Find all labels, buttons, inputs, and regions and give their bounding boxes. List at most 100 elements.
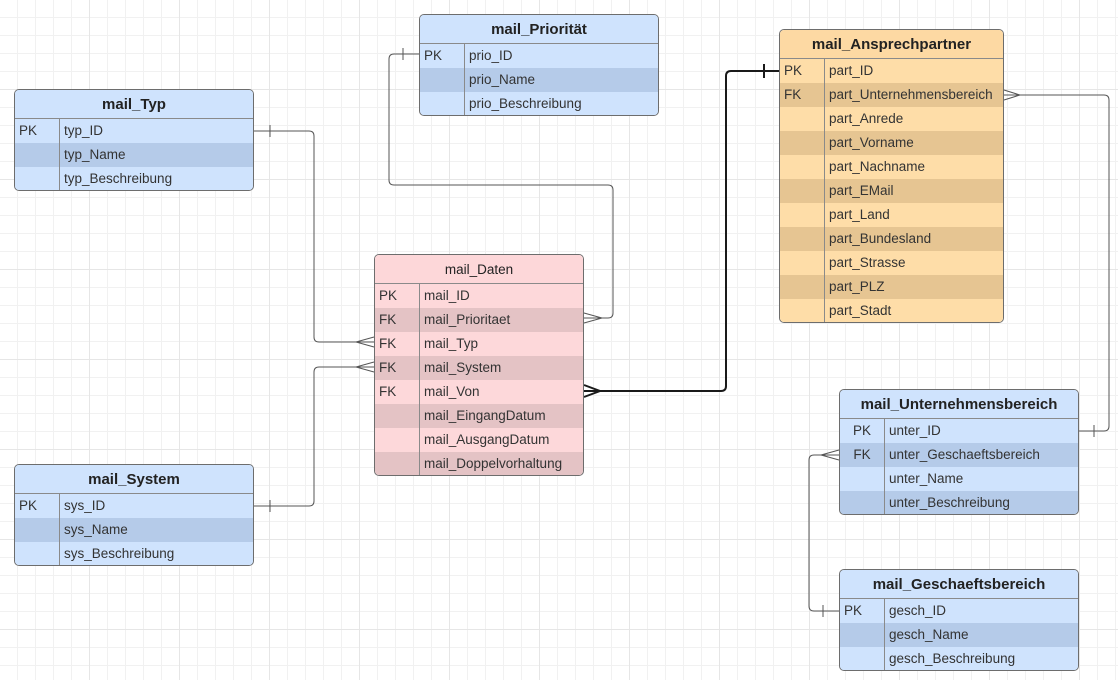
connector-unternehmensbereich-ansprechpartner[interactable] — [1004, 94, 1110, 432]
entity-row[interactable]: sys_Name — [15, 518, 253, 542]
entity-title: mail_Geschaeftsbereich — [840, 570, 1078, 599]
key-label — [15, 518, 60, 542]
key-label — [15, 542, 60, 565]
field-name: prio_ID — [469, 48, 513, 63]
entity-row[interactable]: typ_Beschreibung — [15, 167, 253, 190]
field-name: part_Stadt — [829, 303, 892, 318]
entity-row[interactable]: gesch_Beschreibung — [840, 647, 1078, 670]
field-name: part_Bundesland — [829, 231, 932, 246]
entity-row[interactable]: prio_Name — [420, 68, 658, 92]
key-label — [780, 275, 825, 299]
entity-row[interactable]: unter_Name — [840, 467, 1078, 491]
field-name: mail_Von — [424, 384, 480, 399]
key-label — [840, 623, 885, 647]
key-label — [780, 227, 825, 251]
key-label: PK — [780, 59, 825, 83]
connector-many-mark — [1003, 89, 1022, 101]
entity-row[interactable]: gesch_Name — [840, 623, 1078, 647]
key-label: FK — [375, 356, 420, 380]
entity-row[interactable]: PK gesch_ID — [840, 599, 1078, 623]
entity-title: mail_Priorität — [420, 15, 658, 44]
key-label — [780, 107, 825, 131]
key-label — [15, 167, 60, 190]
entity-row[interactable]: part_Stadt — [780, 299, 1003, 322]
entity-mail-geschaeftsbereich[interactable]: mail_Geschaeftsbereich PK gesch_ID gesch_… — [839, 569, 1079, 671]
entity-row[interactable]: unter_Beschreibung — [840, 491, 1078, 514]
entity-row[interactable]: mail_EingangDatum — [375, 404, 583, 428]
field-name: sys_ID — [64, 498, 106, 513]
entity-title: mail_Unternehmensbereich — [840, 390, 1078, 419]
connector-typ-daten[interactable] — [254, 130, 374, 343]
entity-row[interactable]: typ_Name — [15, 143, 253, 167]
key-label — [780, 203, 825, 227]
key-label — [840, 491, 885, 514]
field-name: prio_Name — [469, 72, 536, 87]
field-name: unter_ID — [889, 423, 941, 438]
entity-mail-prioritaet[interactable]: mail_Priorität PK prio_ID prio_Name prio_… — [419, 14, 659, 116]
entity-row[interactable]: part_Vorname — [780, 131, 1003, 155]
connector-many-mark — [354, 361, 375, 373]
field-name: mail_AusgangDatum — [424, 432, 550, 447]
entity-row[interactable]: sys_Beschreibung — [15, 542, 253, 565]
field-name: sys_Beschreibung — [64, 546, 175, 561]
field-name: mail_Prioritaet — [424, 312, 511, 327]
key-label — [375, 428, 420, 452]
entity-row[interactable]: mail_Doppelvorhaltung — [375, 452, 583, 475]
connector-geschaeftsbereich-unternehmensbereich[interactable] — [808, 454, 839, 612]
entity-row[interactable]: PK mail_ID — [375, 284, 583, 308]
key-label — [420, 92, 465, 115]
entity-row[interactable]: part_EMail — [780, 179, 1003, 203]
connector-many-mark — [583, 384, 603, 398]
key-label — [780, 131, 825, 155]
entity-row[interactable]: PK prio_ID — [420, 44, 658, 68]
entity-row[interactable]: part_Bundesland — [780, 227, 1003, 251]
field-name: part_PLZ — [829, 279, 885, 294]
field-name: part_Strasse — [829, 255, 906, 270]
entity-title: mail_Ansprechpartner — [780, 30, 1003, 59]
connector-system-daten[interactable] — [254, 366, 374, 507]
connector-ansprechpartner-daten[interactable] — [584, 70, 779, 392]
connector-prioritaet-daten[interactable] — [388, 53, 614, 319]
field-name: part_EMail — [829, 183, 894, 198]
field-name: part_Anrede — [829, 111, 904, 126]
entity-row[interactable]: part_Strasse — [780, 251, 1003, 275]
key-label — [780, 251, 825, 275]
entity-row[interactable]: part_Land — [780, 203, 1003, 227]
entity-row[interactable]: FK mail_System — [375, 356, 583, 380]
entity-row[interactable]: part_PLZ — [780, 275, 1003, 299]
field-name: mail_ID — [424, 288, 470, 303]
field-name: sys_Name — [64, 522, 128, 537]
field-name: mail_System — [424, 360, 502, 375]
entity-row[interactable]: part_Nachname — [780, 155, 1003, 179]
entity-title: mail_Daten — [375, 255, 583, 284]
key-label: FK — [780, 83, 825, 107]
field-name: unter_Beschreibung — [889, 495, 1010, 510]
connector-many-mark — [354, 336, 375, 348]
field-name: part_Nachname — [829, 159, 926, 174]
key-label: FK — [840, 443, 885, 467]
key-label: PK — [375, 284, 420, 308]
entity-row[interactable]: prio_Beschreibung — [420, 92, 658, 115]
key-label: PK — [420, 44, 465, 68]
field-name: gesch_ID — [889, 603, 947, 618]
entity-row[interactable]: mail_AusgangDatum — [375, 428, 583, 452]
key-label: PK — [840, 599, 885, 623]
entity-row[interactable]: part_Anrede — [780, 107, 1003, 131]
field-name: typ_Beschreibung — [64, 171, 173, 186]
field-name: mail_Typ — [424, 336, 479, 351]
